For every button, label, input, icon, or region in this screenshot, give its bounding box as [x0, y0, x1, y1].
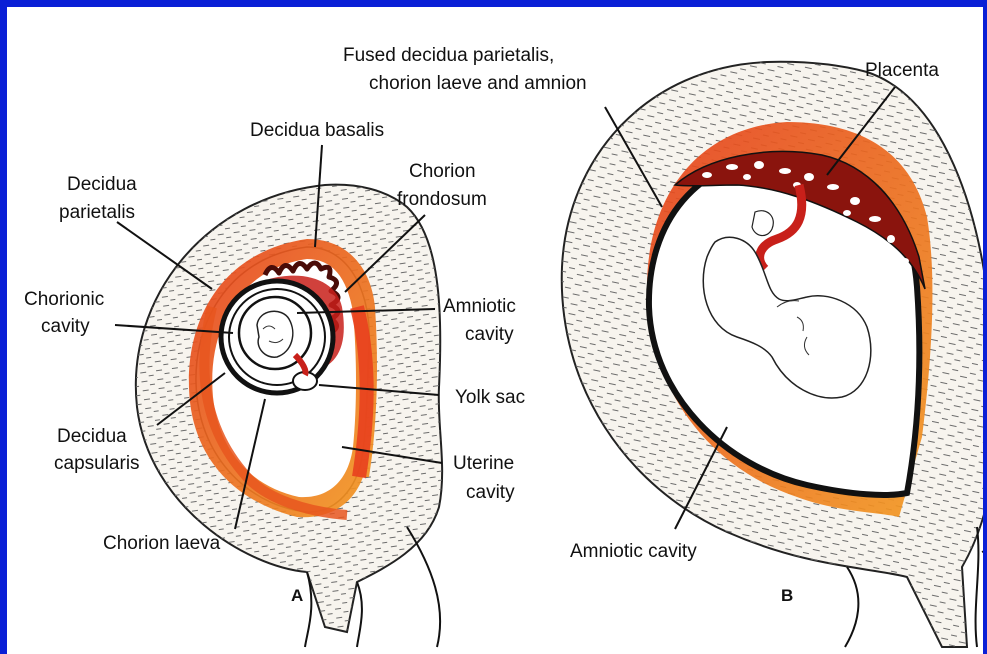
- label-chorionic-cavity-1: Chorionic: [24, 289, 104, 310]
- label-uterine-cavity-1: Uterine: [453, 453, 514, 474]
- figure-a-embryo: [257, 311, 293, 357]
- figure-a-cervix-line-2: [357, 582, 362, 647]
- figure-b-squiggle: [982, 551, 987, 568]
- figure-b-fetal-hand: [752, 211, 773, 236]
- label-decidua-basalis: Decidua basalis: [250, 120, 384, 141]
- figure-b-cervix-line: [845, 567, 858, 647]
- panel-label-b: B: [781, 586, 793, 605]
- label-chorionic-cavity-2: cavity: [41, 316, 90, 337]
- label-decidua-parietalis-1: Decidua: [67, 174, 137, 195]
- figure-a-cervix-line: [305, 572, 311, 647]
- label-amniotic-cavity-b: Amniotic cavity: [570, 541, 697, 562]
- label-uterine-cavity-2: cavity: [466, 482, 515, 503]
- label-amniotic-cavity-2: cavity: [465, 324, 514, 345]
- label-decidua-capsularis-2: capsularis: [54, 453, 140, 474]
- figure-a: Decidua basalis Chorion frondosum Decidu…: [24, 120, 525, 647]
- diagram-canvas: Decidua basalis Chorion frondosum Decidu…: [7, 7, 987, 654]
- label-fused-layers-1: Fused decidua parietalis,: [343, 45, 554, 66]
- label-chorion-frondosum-2: frondosum: [397, 189, 487, 210]
- label-placenta: Placenta: [865, 60, 939, 81]
- label-yolk-sac: Yolk sac: [455, 387, 525, 408]
- label-fused-layers-2: chorion laeve and amnion: [369, 73, 587, 94]
- label-chorion-frondosum-1: Chorion: [409, 161, 476, 182]
- figure-b-outer-line: [976, 527, 979, 647]
- label-decidua-parietalis-2: parietalis: [59, 202, 135, 223]
- panel-label-a: A: [291, 586, 303, 605]
- label-amniotic-cavity-1: Amniotic: [443, 296, 516, 317]
- label-decidua-capsularis-1: Decidua: [57, 426, 127, 447]
- label-chorion-laeva: Chorion laeva: [103, 533, 221, 554]
